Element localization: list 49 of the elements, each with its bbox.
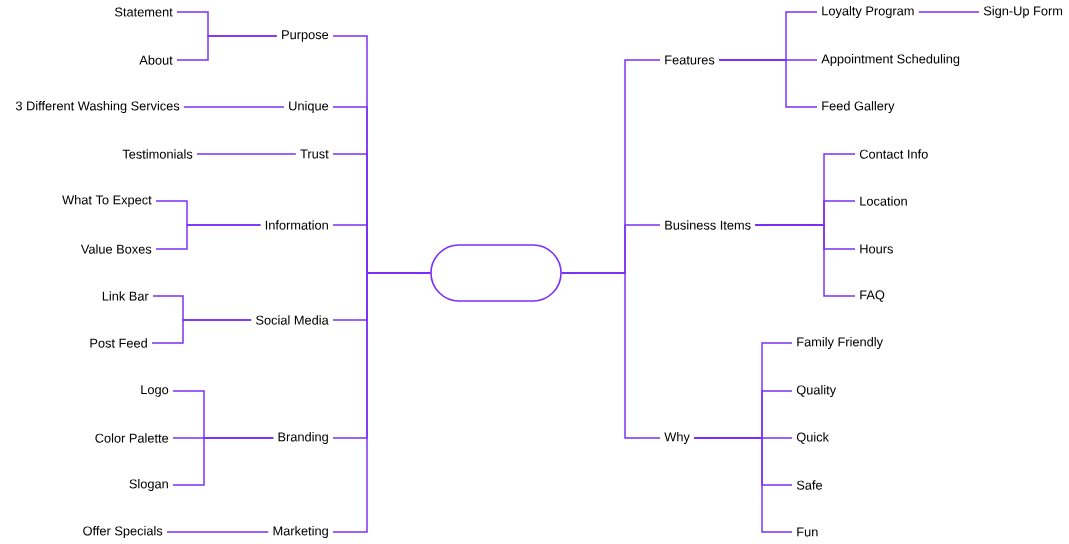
connector-line <box>754 224 856 297</box>
topic-label: Unique <box>289 101 329 113</box>
topic-label: Features <box>665 55 715 65</box>
topic-label: Family Friendly <box>797 337 883 349</box>
topic-label: FAQ <box>860 290 885 302</box>
topic-label: Statement <box>115 7 173 17</box>
connector-line <box>172 437 274 486</box>
topic-label: Safe <box>796 480 823 490</box>
connector-line <box>151 319 252 344</box>
topic-label: 3 Different Washing Services <box>15 101 180 113</box>
topic-label: Slogan <box>129 479 168 491</box>
connector-line <box>176 35 278 61</box>
topic-label: Quality <box>796 385 837 397</box>
connector-line <box>693 437 793 533</box>
connector-line <box>155 224 262 250</box>
topic-label: Logo <box>141 385 169 397</box>
topic-label: Loyalty Program <box>822 6 914 18</box>
connector-line <box>183 106 285 108</box>
topic-label: Social Media <box>256 315 329 325</box>
connector-line <box>166 531 269 533</box>
topic-label: Quick <box>796 432 829 444</box>
connector-line <box>561 272 661 439</box>
topic-label: Marketing <box>273 526 328 538</box>
topic-label: Why <box>664 432 690 444</box>
topic-label: Purpose <box>282 30 329 42</box>
connector-line <box>718 59 818 108</box>
topic-label: About <box>139 55 173 65</box>
topic-label: Fun <box>797 527 818 537</box>
topic-label: Testimonials <box>122 149 193 159</box>
connector-line <box>332 272 431 533</box>
topic-label: Link Bar <box>102 291 149 301</box>
topic-label: Post Feed <box>90 338 147 348</box>
topic-label: Information <box>265 220 328 230</box>
central-node <box>430 244 562 302</box>
topic-label: Business Items <box>665 220 751 230</box>
topic-label: Appointment Scheduling <box>821 54 960 66</box>
topic-label: Trust <box>300 149 329 159</box>
topic-label: Sign-Up Form <box>983 6 1063 18</box>
topic-label: Hours <box>860 244 893 254</box>
topic-label: Contact Info <box>859 149 928 159</box>
topic-label: Offer Specials <box>83 526 163 538</box>
connector-line <box>196 153 297 155</box>
topic-label: Branding <box>278 432 328 444</box>
topic-label: Feed Gallery <box>822 101 895 113</box>
topic-label: Color Palette <box>95 433 169 443</box>
topic-label: Value Boxes <box>80 244 152 254</box>
topic-label: Location <box>860 196 907 206</box>
connector-line <box>918 11 980 13</box>
topic-label: What To Expect <box>62 195 152 207</box>
